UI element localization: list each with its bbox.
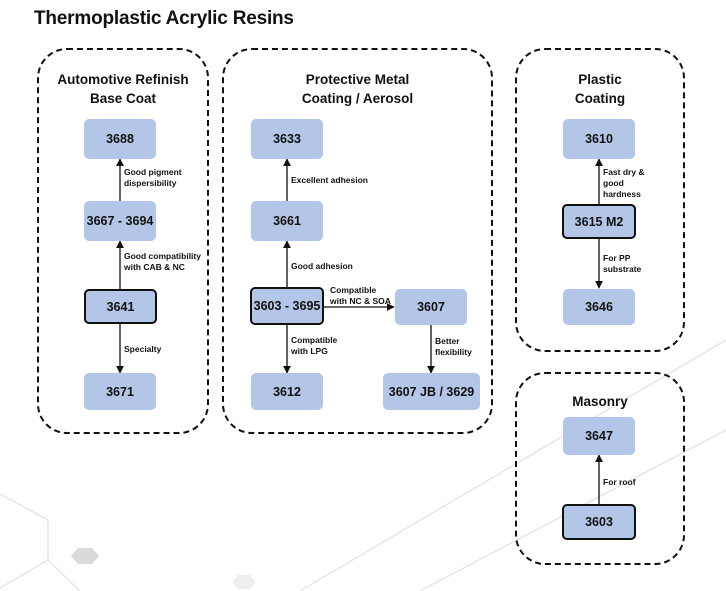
edge-label-better-flexibility: Better flexibility (435, 336, 472, 357)
node-3661: 3661 (251, 201, 323, 241)
page-title: Thermoplastic Acrylic Resins (34, 8, 294, 29)
edge-label-good-adhesion: Good adhesion (291, 261, 353, 271)
group-title-plastic: Plastic Coating (574, 72, 626, 106)
group-title-masonry: Masonry (572, 394, 628, 409)
edge-label-compatibility-cab-nc: Good compatibility with CAB & NC (124, 251, 201, 272)
node-3646: 3646 (563, 289, 635, 325)
group-plastic-coating: Plastic Coating (515, 48, 685, 352)
node-3641: 3641 (84, 289, 157, 324)
edge-label-pigment: Good pigment dispersibility (124, 167, 182, 188)
group-automotive-refinish: Automotive Refinish Base Coat (37, 48, 209, 434)
node-3615-m2: 3615 M2 (562, 204, 636, 239)
edge-label-fast-dry: Fast dry & good hardness (603, 167, 645, 199)
node-3647: 3647 (563, 417, 635, 455)
node-3671: 3671 (84, 373, 156, 410)
edge-label-pp-substrate: For PP substrate (603, 253, 642, 274)
node-3612: 3612 (251, 373, 323, 410)
group-masonry: Masonry (515, 372, 685, 565)
node-3603-3695: 3603 - 3695 (250, 287, 324, 325)
node-3610: 3610 (563, 119, 635, 159)
edge-label-for-roof: For roof (603, 477, 636, 487)
edge-label-specialty: Specialty (124, 344, 162, 354)
edge-label-compatible-nc-soa: Compatible with NC & SOA (330, 285, 391, 306)
node-3688: 3688 (84, 119, 156, 159)
group-title-metal: Protective Metal Coating / Aerosol (301, 72, 414, 106)
node-3667-3694: 3667 - 3694 (84, 201, 156, 241)
node-3607: 3607 (395, 289, 467, 325)
edge-label-compatible-lpg: Compatible with LPG (291, 335, 338, 356)
group-title-automotive: Automotive Refinish Base Coat (57, 72, 189, 106)
node-3633: 3633 (251, 119, 323, 159)
group-protective-metal: Protective Metal Coating / Aerosol (222, 48, 493, 434)
node-3603: 3603 (562, 504, 636, 540)
edge-label-excellent-adhesion: Excellent adhesion (291, 175, 368, 185)
node-3607jb-3629: 3607 JB / 3629 (383, 373, 480, 410)
